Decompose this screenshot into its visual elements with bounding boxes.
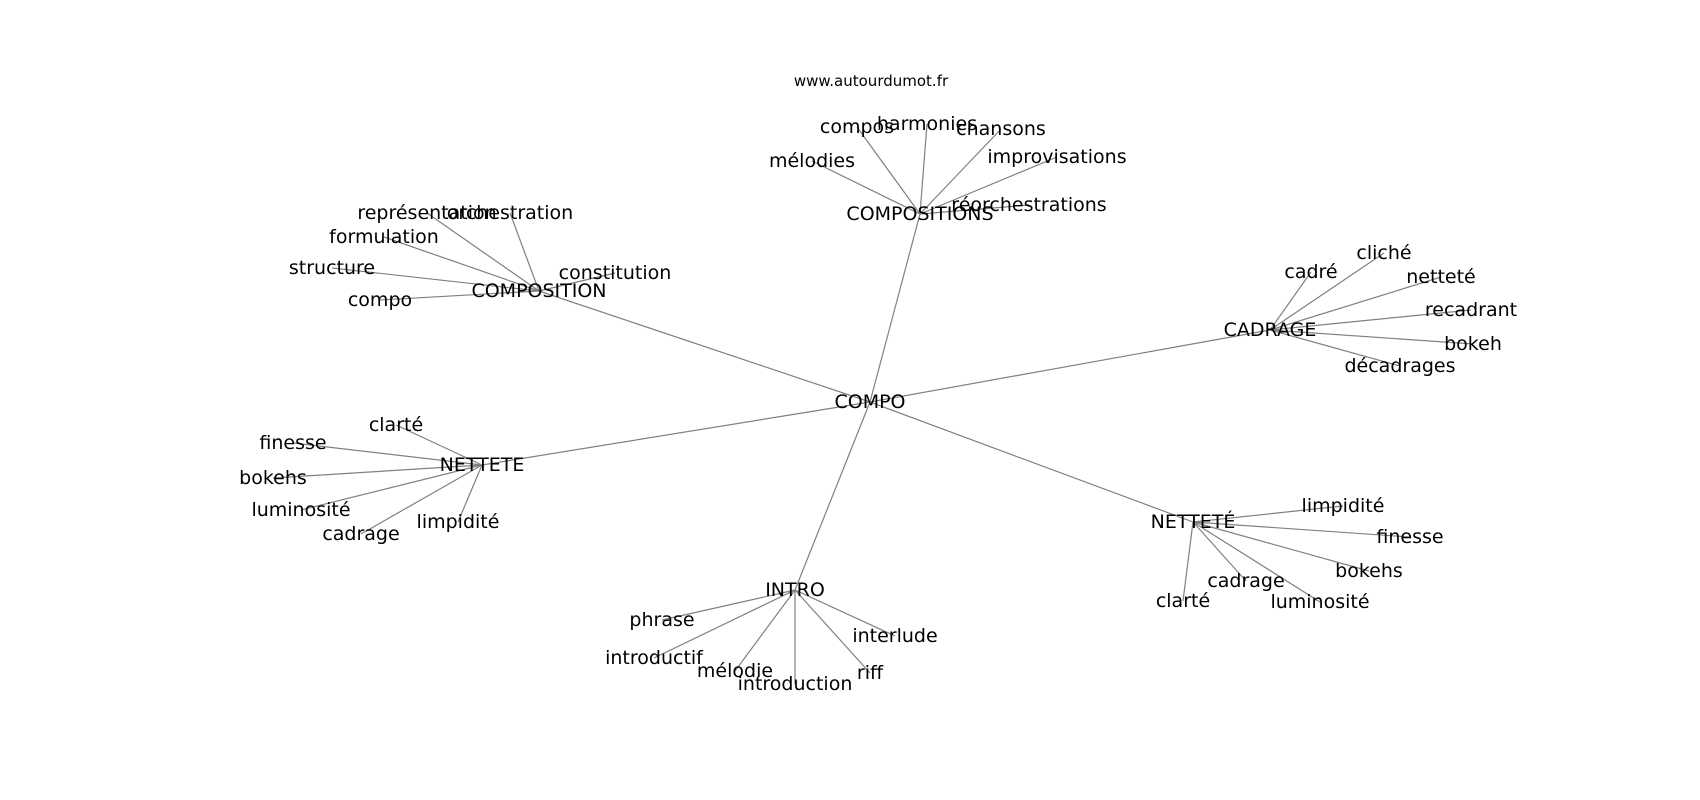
- hub-node[interactable]: COMPOSITIONS: [846, 203, 993, 225]
- leaf-node[interactable]: harmonies: [877, 113, 977, 135]
- hub-node[interactable]: INTRO: [765, 579, 825, 601]
- leaf-node[interactable]: compo: [348, 289, 412, 311]
- edge-hub-to-leaf: [856, 126, 921, 215]
- edge-hub-to-leaf: [1269, 276, 1442, 331]
- root-node[interactable]: COMPO: [834, 391, 905, 413]
- leaf-node[interactable]: structure: [289, 257, 375, 279]
- edge-hub-to-leaf: [509, 212, 540, 292]
- edge-root-to-hub: [869, 329, 1271, 403]
- leaf-node[interactable]: phrase: [629, 609, 694, 631]
- watermark-text: www.autourdumot.fr: [793, 72, 949, 90]
- leaf-node[interactable]: formulation: [329, 226, 439, 248]
- edge-hub-to-leaf: [538, 272, 616, 292]
- leaf-node[interactable]: compos: [820, 116, 894, 138]
- leaf-node[interactable]: finesse: [1376, 526, 1443, 548]
- edge-hub-to-leaf: [457, 464, 483, 523]
- leaf-node[interactable]: luminosité: [251, 499, 350, 521]
- leaf-node[interactable]: cadrage: [1207, 570, 1284, 592]
- leaf-node[interactable]: représentation: [357, 202, 496, 224]
- hub-node[interactable]: NETTETÉ: [1151, 510, 1236, 533]
- leaf-node[interactable]: orchestration: [447, 202, 573, 224]
- edge-hub-to-leaf: [653, 589, 796, 659]
- edge-hub-to-leaf: [1269, 271, 1312, 331]
- leaf-node[interactable]: clarté: [1156, 590, 1210, 612]
- edge-hub-to-leaf: [383, 236, 540, 292]
- edge-hub-to-leaf: [331, 267, 540, 292]
- edge-hub-to-leaf: [272, 464, 483, 479]
- edge-hub-to-leaf: [360, 464, 483, 535]
- edge-root-to-hub: [869, 213, 921, 403]
- hub-node[interactable]: NETTETE: [440, 454, 525, 476]
- edge-hub-to-leaf: [1269, 329, 1474, 345]
- leaf-node[interactable]: riff: [857, 662, 884, 684]
- leaf-node[interactable]: limpidité: [1302, 495, 1385, 517]
- edge-hub-to-leaf: [794, 589, 871, 674]
- leaf-node[interactable]: luminosité: [1270, 591, 1369, 613]
- edges-layer: [272, 123, 1474, 684]
- edge-hub-to-leaf: [1269, 309, 1472, 331]
- leaf-node[interactable]: bokehs: [1335, 560, 1403, 582]
- edge-hub-to-leaf: [1269, 329, 1401, 367]
- edge-hub-to-leaf: [919, 128, 1002, 215]
- edge-hub-to-leaf: [395, 424, 483, 466]
- leaf-node[interactable]: introductif: [605, 647, 704, 669]
- edge-hub-to-leaf: [734, 589, 796, 672]
- edge-hub-to-leaf: [379, 290, 540, 301]
- leaf-node[interactable]: décadrages: [1344, 355, 1455, 377]
- leaf-node[interactable]: interlude: [852, 625, 937, 647]
- edge-hub-to-leaf: [1192, 521, 1370, 572]
- leaf-node[interactable]: cadrage: [322, 523, 399, 545]
- leaf-node[interactable]: cadré: [1284, 261, 1337, 283]
- edge-hub-to-leaf: [1192, 521, 1321, 603]
- leaf-node[interactable]: improvisations: [987, 146, 1126, 168]
- edge-hub-to-leaf: [919, 156, 1058, 215]
- hub-node[interactable]: CADRAGE: [1224, 319, 1317, 341]
- edge-root-to-hub: [869, 401, 1194, 523]
- edge-root-to-hub: [481, 401, 871, 466]
- edge-hub-to-leaf: [300, 464, 483, 511]
- edge-hub-to-leaf: [794, 589, 896, 637]
- edge-hub-to-leaf: [661, 589, 796, 621]
- edge-root-to-hub: [538, 290, 871, 403]
- edge-hub-to-leaf: [426, 212, 540, 292]
- edge-hub-to-leaf: [919, 204, 1030, 215]
- edge-hub-to-leaf: [1182, 521, 1194, 602]
- leaf-node[interactable]: clarté: [369, 414, 423, 436]
- leaf-node[interactable]: recadrant: [1425, 299, 1517, 321]
- edge-root-to-hub: [794, 401, 871, 591]
- leaf-node[interactable]: mélodie: [697, 660, 773, 682]
- leaf-node[interactable]: chansons: [956, 118, 1046, 140]
- edge-hub-to-leaf: [292, 442, 483, 466]
- edge-hub-to-leaf: [1192, 521, 1411, 538]
- labels-layer: COMPO COMPOSITIONS mélodies composharmonies…: [239, 113, 1517, 695]
- edge-hub-to-leaf: [811, 160, 921, 215]
- leaf-node[interactable]: netteté: [1406, 266, 1475, 288]
- leaf-node[interactable]: bokehs: [239, 467, 307, 489]
- edge-hub-to-leaf: [1192, 521, 1247, 582]
- leaf-node[interactable]: cliché: [1356, 242, 1411, 264]
- leaf-node[interactable]: réorchestrations: [951, 194, 1106, 216]
- edge-hub-to-leaf: [1269, 252, 1385, 331]
- leaf-node[interactable]: constitution: [559, 262, 672, 284]
- leaf-node[interactable]: mélodies: [769, 150, 855, 172]
- edge-hub-to-leaf: [919, 123, 928, 215]
- leaf-node[interactable]: bokeh: [1444, 333, 1502, 355]
- leaf-node[interactable]: finesse: [259, 432, 326, 454]
- edge-hub-to-leaf: [1192, 505, 1344, 523]
- leaf-node[interactable]: introduction: [738, 673, 853, 695]
- leaf-node[interactable]: limpidité: [417, 511, 500, 533]
- hub-node[interactable]: COMPOSITION: [471, 280, 606, 302]
